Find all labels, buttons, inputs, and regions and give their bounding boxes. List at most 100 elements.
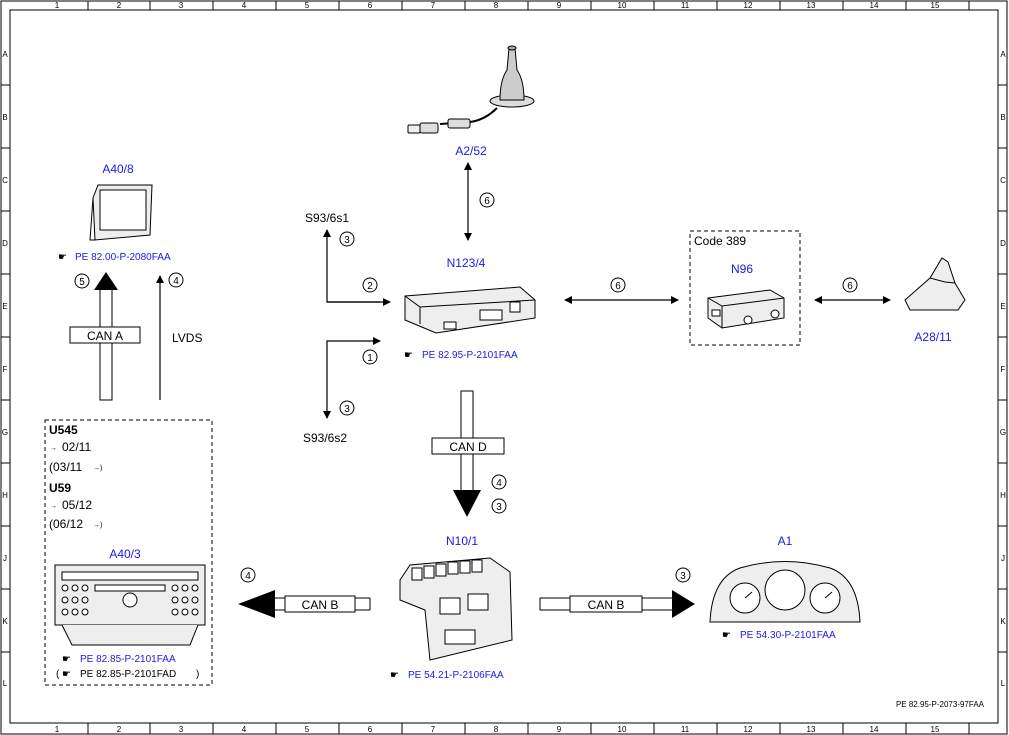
ref-a1: PE 54.30-P-2101FAA [740, 630, 836, 641]
arrow-icon-u59-from: →) [93, 522, 102, 529]
link-s93-6s2 [323, 337, 381, 419]
col-15-bottom: 15 [931, 725, 940, 734]
col-15-top: 15 [931, 1, 940, 10]
label-u59-to: 05/12 [62, 498, 92, 512]
label-can-a: CAN A [87, 329, 123, 343]
row-d-right: D [1000, 239, 1006, 248]
paren-close-a40-3: ) [196, 669, 199, 680]
row-h-right: H [1000, 491, 1006, 500]
column-numbers-top: 1 2 3 4 5 6 7 8 9 10 11 12 13 14 15 [55, 1, 940, 10]
code-389-box [689, 230, 801, 346]
label-n123-4: N123/4 [447, 256, 486, 270]
label-u545-to: 02/11 [62, 440, 91, 454]
pointer-icon-a40-8: ☛ [58, 252, 67, 263]
pointer-icon-a40-3-alt: ☛ [62, 669, 71, 680]
label-n96: N96 [731, 262, 753, 276]
row-j-right: J [1001, 554, 1005, 563]
col-12-bottom: 12 [744, 725, 753, 734]
col-8-top: 8 [494, 1, 499, 10]
col-12-top: 12 [744, 1, 753, 10]
marker-lvds: 4 [173, 276, 179, 287]
row-g-left: G [2, 428, 8, 437]
row-f-left: F [3, 365, 8, 374]
pointer-icon-a1: ☛ [722, 630, 731, 641]
row-e-left: E [2, 302, 7, 311]
marker-n123-in: 2 [367, 281, 373, 292]
col-9-bottom: 9 [557, 725, 562, 734]
col-6-bottom: 6 [368, 725, 373, 734]
marker-circle-lvds [168, 272, 184, 288]
marker-circle-s93s2 [339, 400, 355, 416]
marker-n96-a28: 6 [847, 281, 853, 292]
label-u545-from: (03/11 [49, 460, 82, 474]
row-d-left: D [2, 239, 8, 248]
row-b-right: B [1000, 113, 1005, 122]
row-a-left: A [2, 50, 8, 59]
marker-can-b-right: 3 [680, 571, 686, 582]
row-j-left: J [3, 554, 7, 563]
row-c-left: C [2, 176, 8, 185]
a40-3-variant-box [44, 419, 213, 686]
column-ticks [87, 1, 970, 734]
antenna-a2-52-illustration [407, 45, 535, 134]
col-7-top: 7 [431, 1, 436, 10]
arrow-icon-u59-to: → [50, 503, 57, 510]
label-can-b-left: CAN B [302, 598, 339, 612]
col-3-bottom: 3 [179, 725, 184, 734]
ref-a40-8: PE 82.00-P-2080FAA [75, 252, 171, 263]
label-can-d: CAN D [449, 440, 487, 454]
marker-s93s2: 3 [344, 404, 350, 415]
pointer-icon-n10-1: ☛ [390, 670, 399, 681]
marker-circle-can-d-3 [491, 498, 507, 514]
marker-circle-can-b-right [675, 567, 691, 583]
marker-can-a: 5 [79, 277, 85, 288]
can-b-left-label-box [284, 595, 356, 613]
pointer-icon-a40-3-main: ☛ [62, 654, 71, 665]
row-f-right: F [1001, 365, 1006, 374]
ref-a40-3-main: PE 82.85-P-2101FAA [80, 654, 176, 665]
pointer-icon-n123-4: ☛ [404, 350, 413, 361]
row-k-left: K [2, 617, 8, 626]
can-b-right-label-box [569, 595, 643, 613]
row-b-left: B [2, 113, 7, 122]
row-g-right: G [1000, 428, 1006, 437]
row-letters-left: A B C D E F G H J K L [2, 50, 8, 688]
col-2-top: 2 [117, 1, 122, 10]
col-7-bottom: 7 [431, 725, 436, 734]
row-l-left: L [3, 679, 8, 688]
label-a28-11: A28/11 [914, 330, 951, 344]
col-1-bottom: 1 [55, 725, 60, 734]
col-8-bottom: 8 [494, 725, 499, 734]
col-10-bottom: 10 [618, 725, 627, 734]
marker-circle-can-b-left [240, 567, 256, 583]
marker-circle-n123-out [362, 349, 378, 365]
label-n10-1: N10/1 [446, 534, 478, 548]
row-letters-right: A B C D E F G H J K L [1000, 50, 1006, 688]
col-5-top: 5 [305, 1, 310, 10]
label-u59: U59 [49, 481, 71, 495]
col-11-top: 11 [681, 1, 690, 10]
marker-can-d-4: 4 [496, 478, 502, 489]
marker-circle-n123-in [362, 277, 378, 293]
row-ticks [1, 84, 1007, 653]
row-l-right: L [1001, 679, 1006, 688]
marker-circle-a2-n123 [479, 192, 495, 208]
arrow-icon-u545-to: → [50, 445, 57, 452]
label-lvds: LVDS [172, 331, 202, 345]
module-n96-illustration [707, 289, 785, 329]
marker-s93s1: 3 [344, 235, 350, 246]
col-1-top: 1 [55, 1, 60, 10]
col-13-top: 13 [807, 1, 816, 10]
marker-n123-out: 1 [367, 353, 373, 364]
col-13-bottom: 13 [807, 725, 816, 734]
col-6-top: 6 [368, 1, 373, 10]
label-s93-6s2: S93/6s2 [303, 431, 347, 445]
label-a40-3: A40/3 [109, 547, 141, 561]
col-9-top: 9 [557, 1, 562, 10]
marker-circle-n123-n96 [610, 277, 626, 293]
marker-circle-can-a [74, 273, 90, 289]
col-10-top: 10 [618, 1, 627, 10]
label-code-389: Code 389 [694, 234, 746, 248]
